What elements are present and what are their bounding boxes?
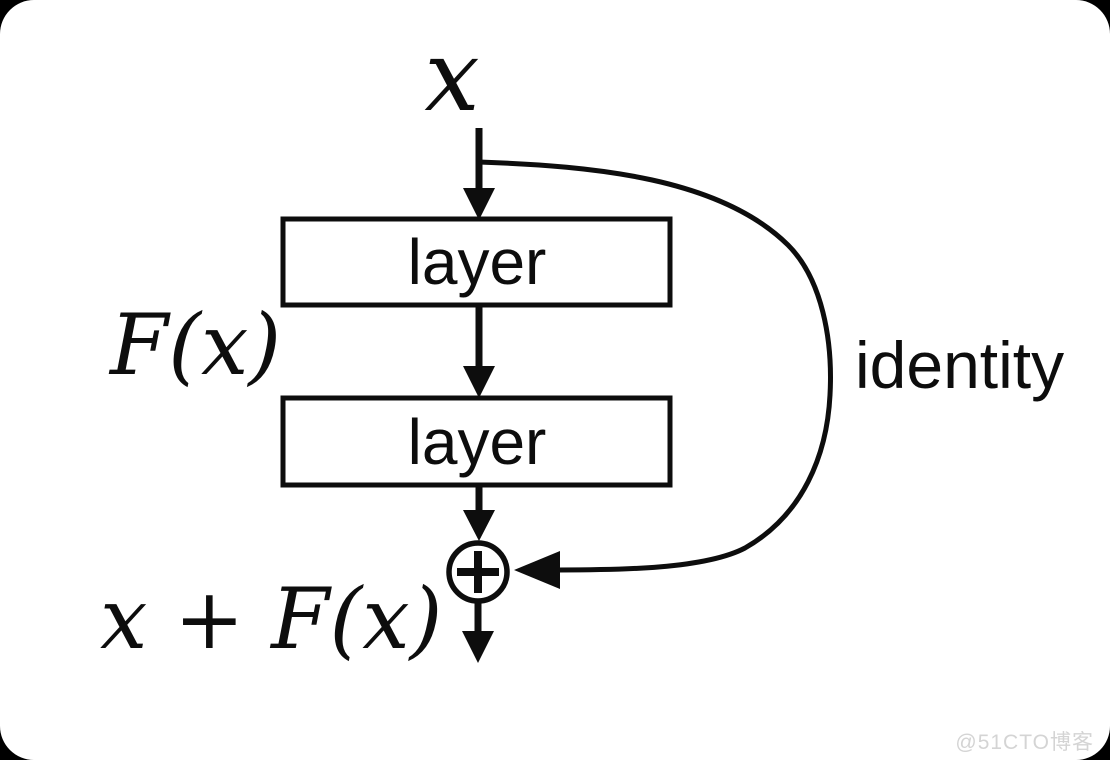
plus-icon — [457, 551, 499, 593]
layer-box-2-label: layer — [408, 406, 547, 478]
mid-arrowhead-icon — [463, 366, 495, 398]
skip-arrowhead-icon — [514, 551, 560, 589]
watermark: @51CTO博客 — [955, 731, 1094, 754]
function-label: F(x) — [108, 296, 281, 394]
sum-arrowhead-icon — [463, 510, 495, 541]
output-label: x + F(x) — [100, 570, 442, 668]
skip-connection-curve — [478, 159, 833, 573]
input-arrowhead-icon — [463, 188, 495, 220]
sum-node — [446, 540, 510, 604]
layer-box-1-label: layer — [408, 226, 547, 298]
output-arrowhead-icon — [462, 631, 494, 663]
input-label: x — [424, 20, 479, 134]
layer-box-1 — [280, 216, 673, 308]
layer-box-2 — [280, 395, 673, 488]
identity-label: identity — [855, 328, 1064, 402]
